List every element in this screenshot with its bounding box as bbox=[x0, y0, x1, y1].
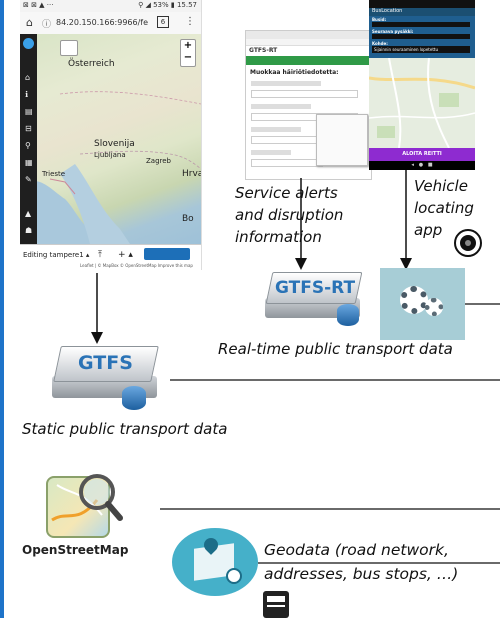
map-label-slovenija: Slovenija bbox=[94, 139, 135, 149]
vehicle-app-screenshot: BusLocation Busid: Seuraava pysäkki: Koh… bbox=[369, 0, 475, 170]
android-nav-bar[interactable]: ◂ ● ■ bbox=[369, 161, 475, 170]
editing-dropdown[interactable]: Editing tampere1 ▴ bbox=[23, 251, 90, 259]
app-status-bar bbox=[369, 0, 475, 8]
map-label-bo: Bo bbox=[182, 214, 194, 224]
tabs-count[interactable]: 6 bbox=[157, 16, 169, 28]
map-label-trieste: Trieste bbox=[42, 170, 66, 178]
calendar-popup[interactable] bbox=[316, 114, 368, 166]
gtfs-rt-server-icon: GTFS-RT bbox=[265, 268, 370, 328]
gtfs-label: GTFS bbox=[78, 352, 133, 374]
geodata-icon bbox=[172, 528, 258, 596]
map-attribution: Leaflet | © MapBox © OpenStreetMap Impro… bbox=[80, 263, 193, 268]
map-label-osterreich: Österreich bbox=[68, 59, 115, 69]
start-route-button[interactable]: ALOITA REITTI bbox=[369, 148, 475, 161]
home-icon[interactable]: ⌂ bbox=[26, 16, 33, 29]
form-fields[interactable] bbox=[251, 81, 361, 171]
upload-icon[interactable]: ⤒ bbox=[98, 250, 102, 260]
status-bar: ⊠ ⊠ ▲ ··· ⚲ ◢ 53% ▮ 15.57 bbox=[20, 0, 201, 12]
app-header: BusLocation bbox=[369, 8, 475, 16]
osm-caption: OpenStreetMap bbox=[22, 543, 129, 557]
globe-icon[interactable] bbox=[23, 38, 34, 49]
gtfs-rt-editor-screenshot: GTFS-RT Muokkaa häiriötiedotetta: bbox=[245, 30, 372, 180]
database-icon-2 bbox=[122, 386, 146, 410]
vehicle-app-caption: Vehicle locating app bbox=[414, 177, 474, 239]
label-route: Seuraava pysäkki: bbox=[372, 29, 414, 34]
edit-toolbar: Editing tampere1 ▴ ⤒ + ▴ Leaflet | © Map… bbox=[20, 244, 201, 271]
realtime-caption: Real-time public transport data bbox=[218, 340, 453, 358]
target-icon bbox=[454, 229, 482, 257]
busid-field[interactable] bbox=[372, 22, 470, 27]
dest-field[interactable]: Sijainnin seuraaminen lopetettu bbox=[372, 46, 470, 53]
camera-button[interactable] bbox=[144, 248, 190, 260]
menu-icon[interactable]: ⋮ bbox=[185, 16, 195, 27]
green-header bbox=[246, 56, 371, 65]
map-phone-screenshot: ⊠ ⊠ ▲ ··· ⚲ ◢ 53% ▮ 15.57 ⌂ ⓘ 84.20.150.… bbox=[20, 0, 202, 271]
osm-logo-icon bbox=[42, 470, 124, 538]
left-border bbox=[0, 0, 4, 618]
zoom-control[interactable]: +− bbox=[180, 39, 196, 67]
info-icon[interactable]: ⓘ bbox=[42, 20, 52, 30]
add-icon[interactable]: + ▴ bbox=[118, 250, 133, 260]
app-title: BusLocation bbox=[372, 8, 403, 14]
gtfs-rt-label: GTFS-RT bbox=[275, 278, 356, 298]
database-icon bbox=[337, 304, 359, 326]
map-sidebar: ⌂ℹ▤⊟⚲▦✎▲☗ bbox=[20, 34, 37, 244]
geodata-caption: Geodata (road network, addresses, bus st… bbox=[264, 541, 459, 583]
label-busid: Busid: bbox=[372, 17, 387, 22]
service-alerts-caption: Service alerts and disruption informatio… bbox=[235, 184, 344, 246]
map-view[interactable]: Österreich Slovenija Ljubljana Trieste Z… bbox=[20, 34, 201, 244]
map-label-ljubljana: Ljubljana bbox=[94, 151, 126, 159]
status-right: ⚲ ◢ 53% ▮ 15.57 bbox=[138, 1, 197, 9]
layers-icon[interactable] bbox=[60, 40, 78, 56]
map-label-zagreb: Zagreb bbox=[146, 157, 172, 165]
gtfs-rt-brand: GTFS-RT bbox=[249, 47, 278, 54]
app-form: Busid: Seuraava pysäkki: Kohde: Sijainni… bbox=[369, 16, 475, 58]
sidebar-icons[interactable]: ⌂ℹ▤⊟⚲▦✎▲☗ bbox=[25, 73, 33, 235]
status-left: ⊠ ⊠ ▲ ··· bbox=[23, 1, 54, 9]
app-map[interactable] bbox=[369, 58, 475, 148]
browser-bookmarks bbox=[246, 39, 371, 46]
bus-icon bbox=[263, 591, 289, 618]
static-caption: Static public transport data bbox=[22, 420, 228, 438]
browser-tabs bbox=[246, 31, 371, 39]
map-terrain bbox=[20, 91, 201, 244]
form-heading: Muokkaa häiriötiedotetta: bbox=[250, 69, 339, 76]
map-label-hrva: Hrva bbox=[182, 169, 201, 179]
gtfs-server-icon: GTFS bbox=[52, 342, 167, 412]
route-field[interactable] bbox=[372, 34, 470, 39]
label-dest: Kohde: bbox=[372, 41, 388, 46]
app-map-roads bbox=[369, 58, 475, 148]
url-text[interactable]: 84.20.150.166:9966/fe bbox=[56, 18, 149, 27]
processor-gears-icon bbox=[380, 268, 465, 340]
